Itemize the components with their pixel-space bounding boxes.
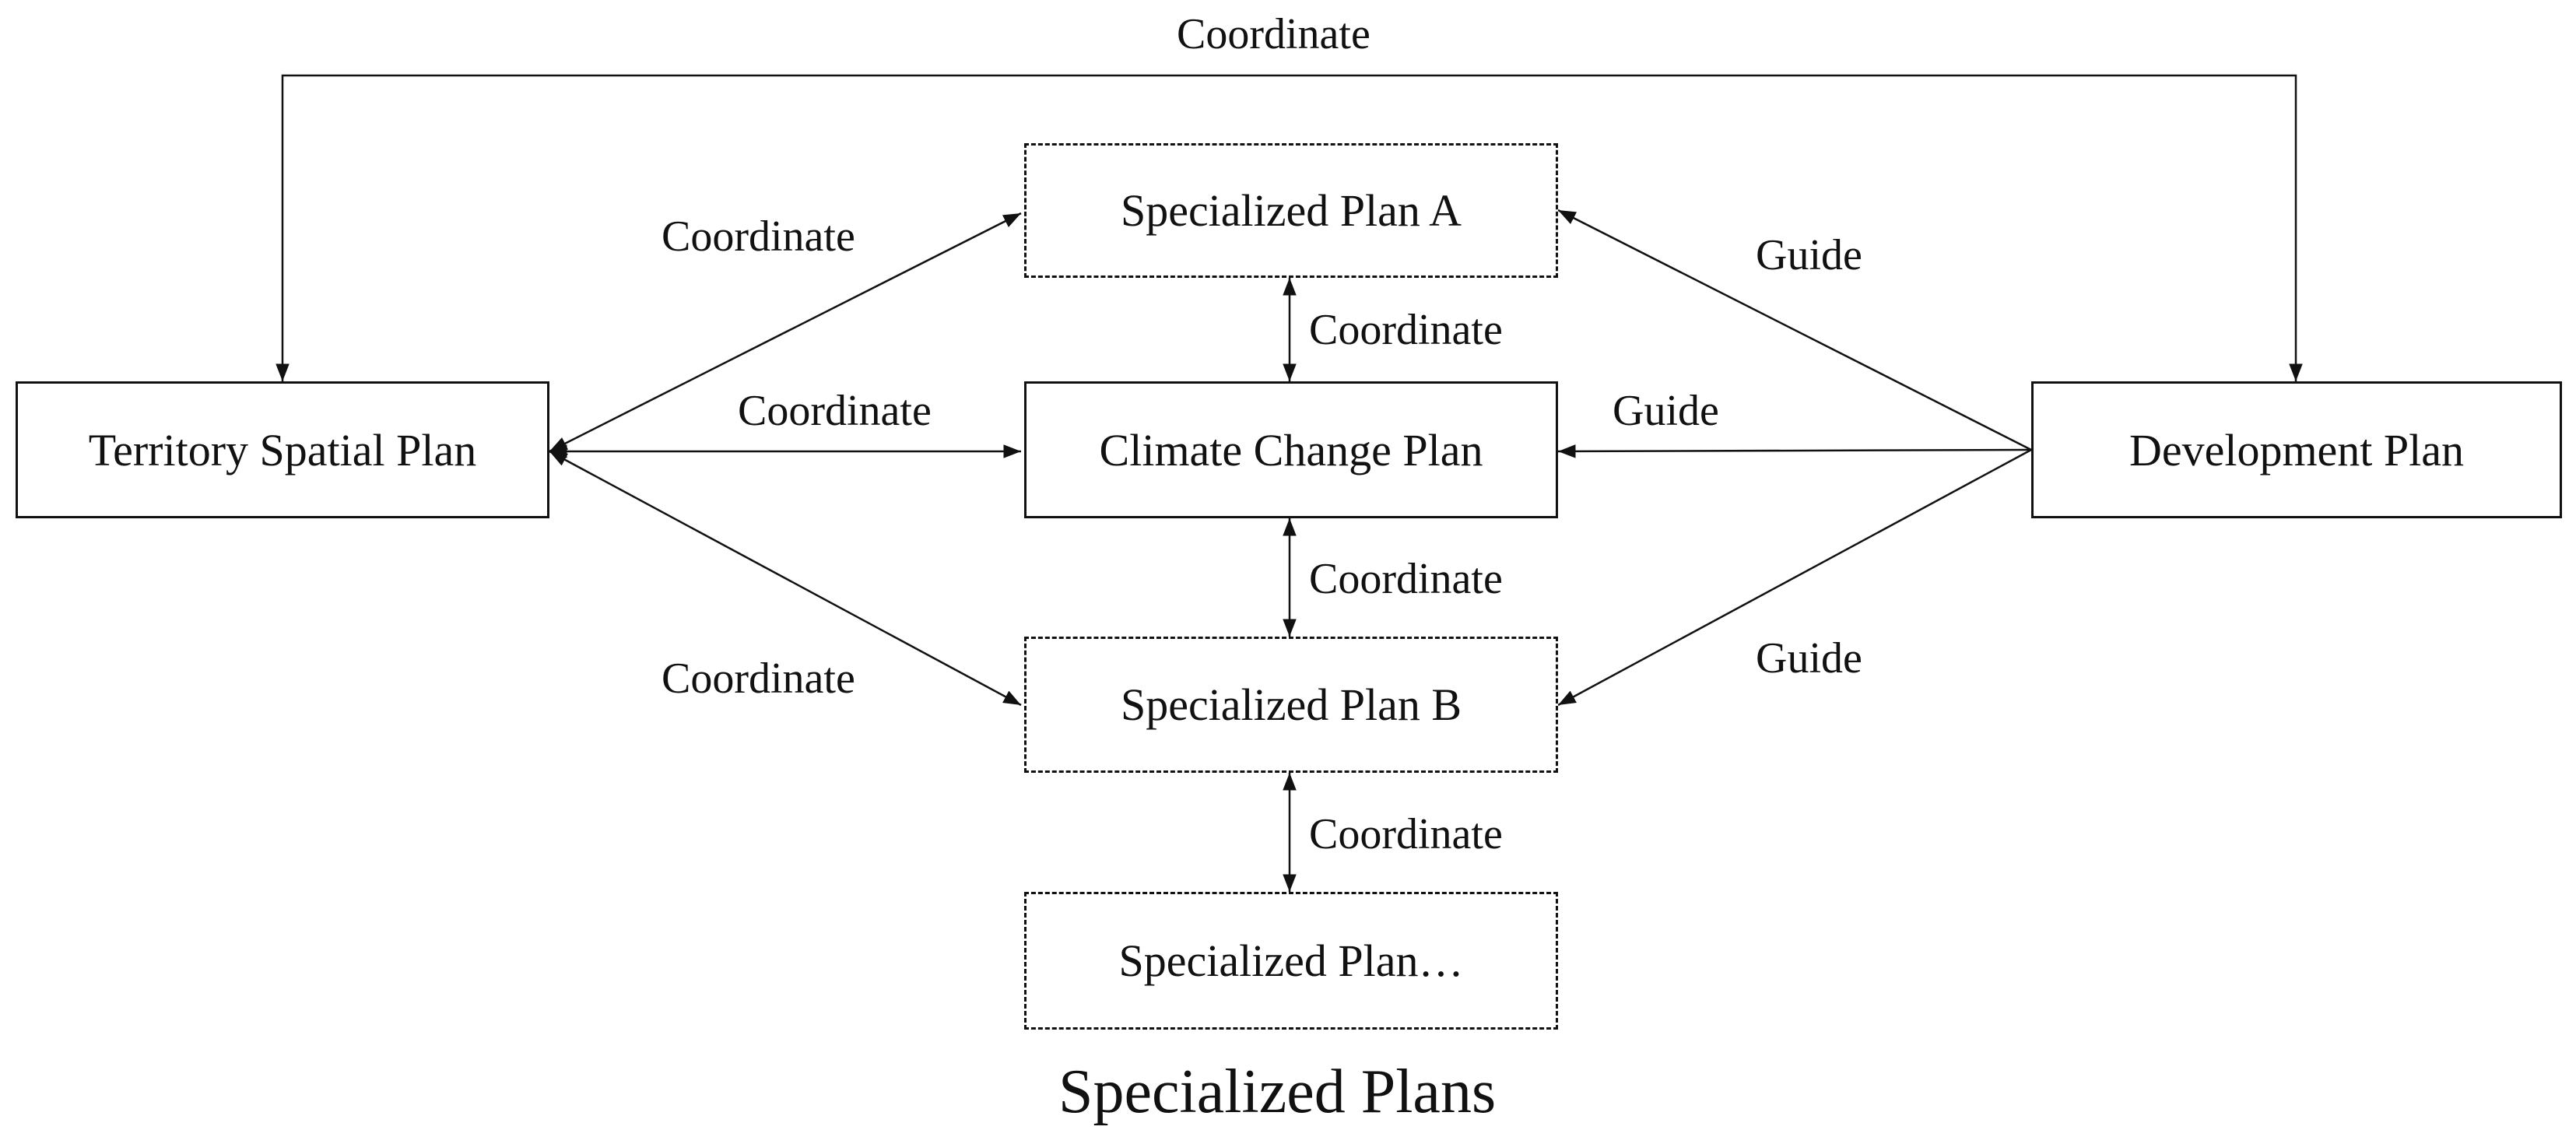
specialized-plan-b-node: Specialized Plan B: [1024, 637, 1558, 773]
territory-spatial-plan-node: Territory Spatial Plan: [16, 381, 549, 518]
territory-to-climate-label: Coordinate: [738, 387, 932, 435]
development-to-plan-a-arrow: [1557, 209, 2032, 451]
development-to-plan-b-arrow: [1557, 448, 2032, 707]
specialized-plan-a-node: Specialized Plan A: [1024, 143, 1558, 278]
development-to-plan-b-label: Guide: [1756, 634, 1862, 683]
climate-plan-b-label: Coordinate: [1309, 555, 1503, 603]
top-coordinate-arrow: [275, 74, 2303, 381]
specialized-plan-more-node: Specialized Plan…: [1024, 892, 1558, 1030]
climate-change-plan-node: Climate Change Plan: [1024, 381, 1558, 518]
territory-to-plan-b-arrow: [549, 450, 1022, 707]
development-to-climate-arrow: [1557, 444, 2032, 458]
plan-a-climate-label: Coordinate: [1309, 306, 1503, 354]
territory-to-plan-a-arrow: [549, 212, 1022, 453]
plan-b-more-label: Coordinate: [1309, 810, 1503, 858]
specialized-plans-caption: Specialized Plans: [1058, 1058, 1497, 1126]
top-coordinate-label: Coordinate: [1177, 10, 1370, 58]
territory-to-plan-b-label: Coordinate: [662, 654, 855, 703]
development-plan-node: Development Plan: [2031, 381, 2562, 518]
development-to-climate-label: Guide: [1613, 387, 1719, 435]
territory-to-plan-a-label: Coordinate: [662, 212, 855, 261]
development-to-plan-a-label: Guide: [1756, 231, 1862, 279]
